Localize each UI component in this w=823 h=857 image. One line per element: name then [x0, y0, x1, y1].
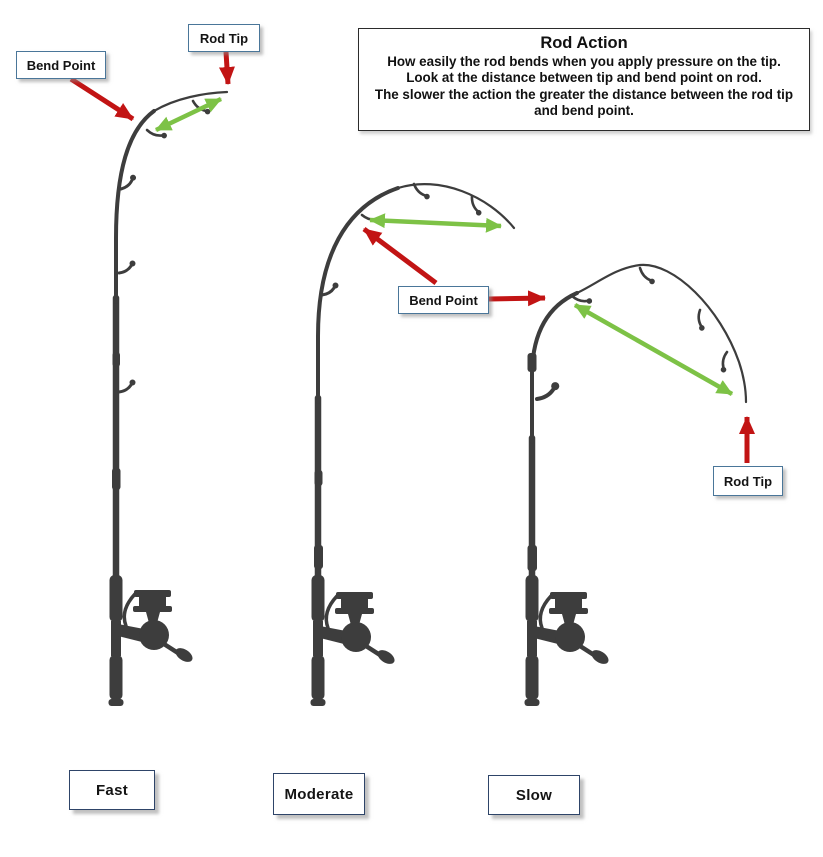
arrow-fast-rod-tip — [218, 51, 235, 85]
fast-rod-graphic — [108, 90, 229, 706]
action-type-fast: Fast — [69, 770, 155, 810]
bend-point-callout-fast: Bend Point — [16, 51, 106, 79]
arrow-moderate-bend-point — [362, 227, 438, 285]
action-type-slow: Slow — [488, 775, 580, 815]
rod-action-infobox: Rod Action How easily the rod bends when… — [358, 28, 810, 131]
rod-tip-callout-fast: Rod Tip — [188, 24, 260, 52]
distance-arrow-moderate — [369, 213, 502, 233]
infobox-line-1: How easily the rod bends when you apply … — [387, 54, 781, 69]
distance-arrow-slow — [573, 303, 734, 396]
green-distance-arrows — [155, 96, 734, 396]
moderate-rod-graphic — [310, 182, 516, 706]
distance-arrow-fast — [155, 96, 222, 133]
red-pointer-arrows — [69, 51, 755, 463]
arrow-slow-bend-point — [488, 290, 546, 307]
infobox-title: Rod Action — [540, 34, 628, 52]
infobox-line-3: The slower the action the greater the di… — [374, 86, 794, 119]
bend-point-callout-shared: Bend Point — [398, 286, 489, 314]
rod-tip-callout-slow: Rod Tip — [713, 466, 783, 496]
slow-rod-graphic — [524, 263, 748, 706]
infobox-line-2: Look at the distance between tip and ben… — [406, 70, 762, 86]
action-type-moderate: Moderate — [273, 773, 365, 815]
arrow-fast-bend-point — [69, 76, 135, 122]
